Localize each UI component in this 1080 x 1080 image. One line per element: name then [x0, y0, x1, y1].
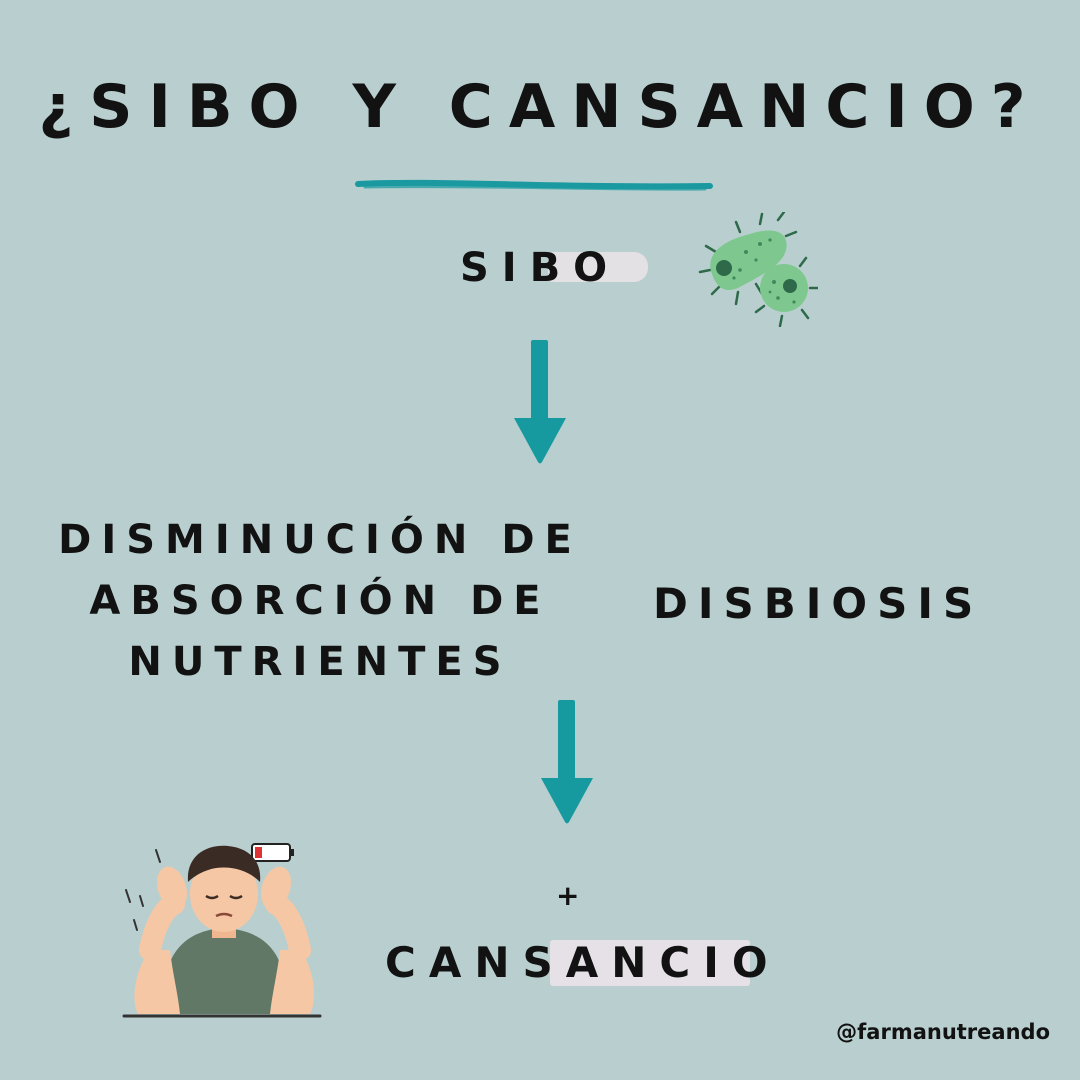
low-battery-icon	[251, 843, 294, 862]
plus-sign: +	[556, 879, 580, 912]
node-line: NUTRIENTES	[128, 639, 512, 685]
account-handle: @farmanutreando	[836, 1020, 1050, 1044]
arrow-down-icon	[541, 700, 593, 824]
cansancio-highlight	[550, 940, 750, 986]
sibo-node: SIBO	[460, 240, 648, 300]
page-title: ¿SIBO Y CANSANCIO?	[38, 72, 1042, 142]
cansancio-label: CANSANCIO	[385, 938, 781, 987]
cansancio-node: CANSANCIO	[385, 932, 781, 998]
nutrient-absorption-node: DISMINUCIÓN DE ABSORCIÓN DE NUTRIENTES	[40, 510, 600, 693]
title-underline	[355, 179, 713, 191]
node-line: ABSORCIÓN DE	[89, 578, 551, 624]
sibo-highlight	[548, 252, 648, 282]
disbiosis-node: DISBIOSIS	[653, 579, 984, 628]
sibo-label: SIBO	[460, 245, 621, 291]
node-line: DISMINUCIÓN DE	[58, 517, 582, 563]
arrow-down-icon	[514, 340, 566, 464]
bacteria-icon	[698, 212, 818, 327]
tired-person-illustration	[122, 843, 322, 1018]
